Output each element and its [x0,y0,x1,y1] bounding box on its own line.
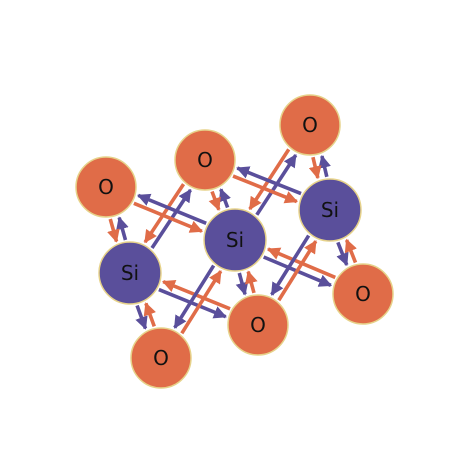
arrow-o1-to-si1 [107,218,120,243]
atom-label: O [153,346,169,370]
arrow-o5-to-si2 [245,270,258,294]
atom-label: Si [321,198,339,222]
arrow-si2-to-o2 [218,188,231,209]
arrow-o2-to-si2 [208,190,221,211]
atom-label: O [197,148,213,172]
arrow-si1-to-o1 [116,216,129,241]
oxygen-atom-o1: O [75,156,137,218]
arrow-si3-to-o2 [236,166,302,196]
arrow-o6-to-si3 [344,238,358,264]
oxygen-atom-o2: O [174,129,236,191]
atom-label: O [98,175,114,199]
atom-label: O [302,113,318,137]
atom-circle [130,327,192,389]
atom-label: Si [121,261,139,285]
oxygen-atom-o3: O [279,94,341,156]
oxygen-atom-o5: O [227,294,289,356]
atom-circle [298,178,362,242]
silicon-atom-si3: Si [298,178,362,242]
arrow-si2-to-o1 [137,193,207,225]
atom-label: Si [226,228,244,252]
arrow-o5-to-si3 [277,240,318,302]
arrow-si3-to-o5 [270,234,311,296]
arrow-si1-to-o4 [135,304,148,330]
oxygen-atom-o4: O [130,327,192,389]
atom-circle [75,156,137,218]
atom-label: O [355,282,371,306]
arrow-si1-to-o5 [158,287,227,319]
atom-circle [98,241,162,305]
arrow-o1-to-si2 [133,201,204,233]
atom-circle [227,294,289,356]
atom-circle [332,263,394,325]
arrow-si2-to-o5 [235,272,249,296]
atom-circle [203,208,267,272]
arrow-o4-to-si1 [143,302,156,328]
arrow-si3-to-o6 [336,241,349,267]
atom-circle [279,94,341,156]
arrow-o4-to-si2 [180,270,223,335]
arrow-o2-to-si1 [143,183,186,244]
arrow-si2-to-o4 [173,264,216,329]
arrow-o2-to-si3 [232,174,298,204]
arrow-o3-to-si3 [308,156,322,180]
bond-arrows [107,148,358,335]
atom-label: O [250,313,266,337]
arrow-si3-to-o3 [318,154,331,178]
oxygen-atom-o6: O [332,263,394,325]
silicon-atom-si2: Si [203,208,267,272]
silicon-atom-si1: Si [98,241,162,305]
atom-circle [174,129,236,191]
